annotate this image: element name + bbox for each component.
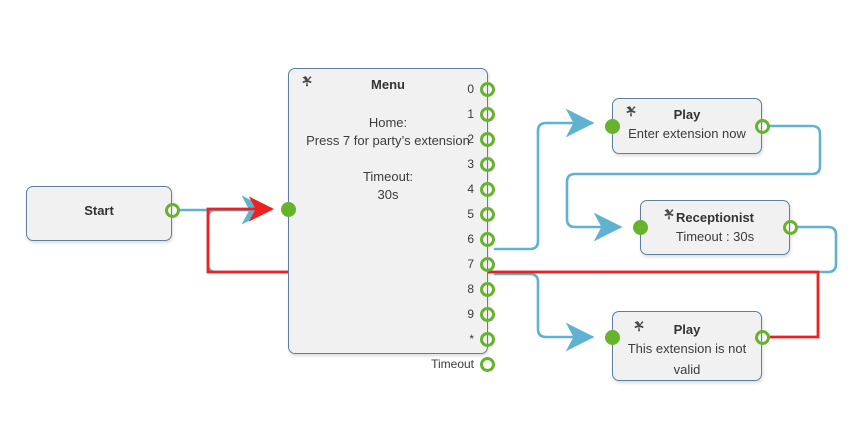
port-menu-out-7[interactable] bbox=[480, 257, 495, 272]
port-menu-out-4[interactable] bbox=[480, 182, 495, 197]
port-start-output[interactable] bbox=[165, 203, 180, 218]
node-play2-title: Play bbox=[673, 322, 701, 337]
node-menu-line1: Home: bbox=[368, 115, 408, 130]
port-menu-input[interactable] bbox=[281, 202, 296, 217]
node-menu-body: Home: Press 7 for party’s extension Time… bbox=[289, 114, 487, 204]
node-start[interactable]: Start bbox=[26, 186, 172, 241]
port-label-4: 4 bbox=[467, 182, 474, 196]
close-icon[interactable] bbox=[663, 208, 677, 222]
port-play2-output[interactable] bbox=[755, 330, 770, 345]
port-label-7: 7 bbox=[467, 257, 474, 271]
node-receptionist-title: Receptionist bbox=[675, 210, 754, 225]
node-play2-line1: This extension is not bbox=[627, 341, 747, 356]
port-label-2: 2 bbox=[467, 132, 474, 146]
close-icon[interactable] bbox=[633, 320, 647, 334]
node-play1-body: Enter extension now bbox=[628, 126, 746, 141]
close-icon[interactable] bbox=[625, 105, 639, 119]
port-receptionist-output[interactable] bbox=[783, 220, 798, 235]
port-menu-out-5[interactable] bbox=[480, 207, 495, 222]
node-menu-line2: Press 7 for party’s extension bbox=[306, 133, 470, 148]
port-menu-out-1[interactable] bbox=[480, 107, 495, 122]
port-label-0: 0 bbox=[467, 82, 474, 96]
port-menu-out-6[interactable] bbox=[480, 232, 495, 247]
port-label-6: 6 bbox=[467, 232, 474, 246]
port-menu-out-3[interactable] bbox=[480, 157, 495, 172]
node-play2-line2: valid bbox=[673, 362, 701, 377]
port-label-1: 1 bbox=[467, 107, 474, 121]
node-receptionist[interactable]: Receptionist Timeout : 30s bbox=[640, 200, 790, 255]
port-menu-out-9[interactable] bbox=[480, 307, 495, 322]
port-label-*: * bbox=[469, 332, 474, 346]
port-play1-input[interactable] bbox=[605, 119, 620, 134]
wire-menu7-to-play1 bbox=[493, 108, 595, 251]
port-play2-input[interactable] bbox=[605, 330, 620, 345]
port-receptionist-input[interactable] bbox=[633, 220, 648, 235]
port-play1-output[interactable] bbox=[755, 119, 770, 134]
wire-menu8-to-play2 bbox=[493, 272, 595, 352]
port-label-Timeout: Timeout bbox=[431, 357, 474, 371]
node-menu-line3: Timeout: bbox=[362, 169, 414, 184]
port-menu-out-8[interactable] bbox=[480, 282, 495, 297]
node-play1-title: Play bbox=[673, 107, 701, 122]
node-menu-line4: 30s bbox=[377, 187, 399, 202]
port-label-5: 5 bbox=[467, 207, 474, 221]
node-start-title: Start bbox=[84, 203, 114, 218]
port-menu-out-Timeout[interactable] bbox=[480, 357, 495, 372]
port-menu-out-2[interactable] bbox=[480, 132, 495, 147]
node-menu-title: Menu bbox=[371, 77, 405, 92]
node-play-enter-extension[interactable]: Play Enter extension now bbox=[612, 98, 762, 154]
node-receptionist-body: Timeout : 30s bbox=[675, 229, 755, 244]
port-menu-out-*[interactable] bbox=[480, 332, 495, 347]
port-label-9: 9 bbox=[467, 307, 474, 321]
port-menu-out-0[interactable] bbox=[480, 82, 495, 97]
close-icon[interactable] bbox=[301, 75, 315, 89]
node-play-invalid-extension[interactable]: Play This extension is not valid bbox=[612, 311, 762, 381]
port-label-8: 8 bbox=[467, 282, 474, 296]
port-label-3: 3 bbox=[467, 157, 474, 171]
